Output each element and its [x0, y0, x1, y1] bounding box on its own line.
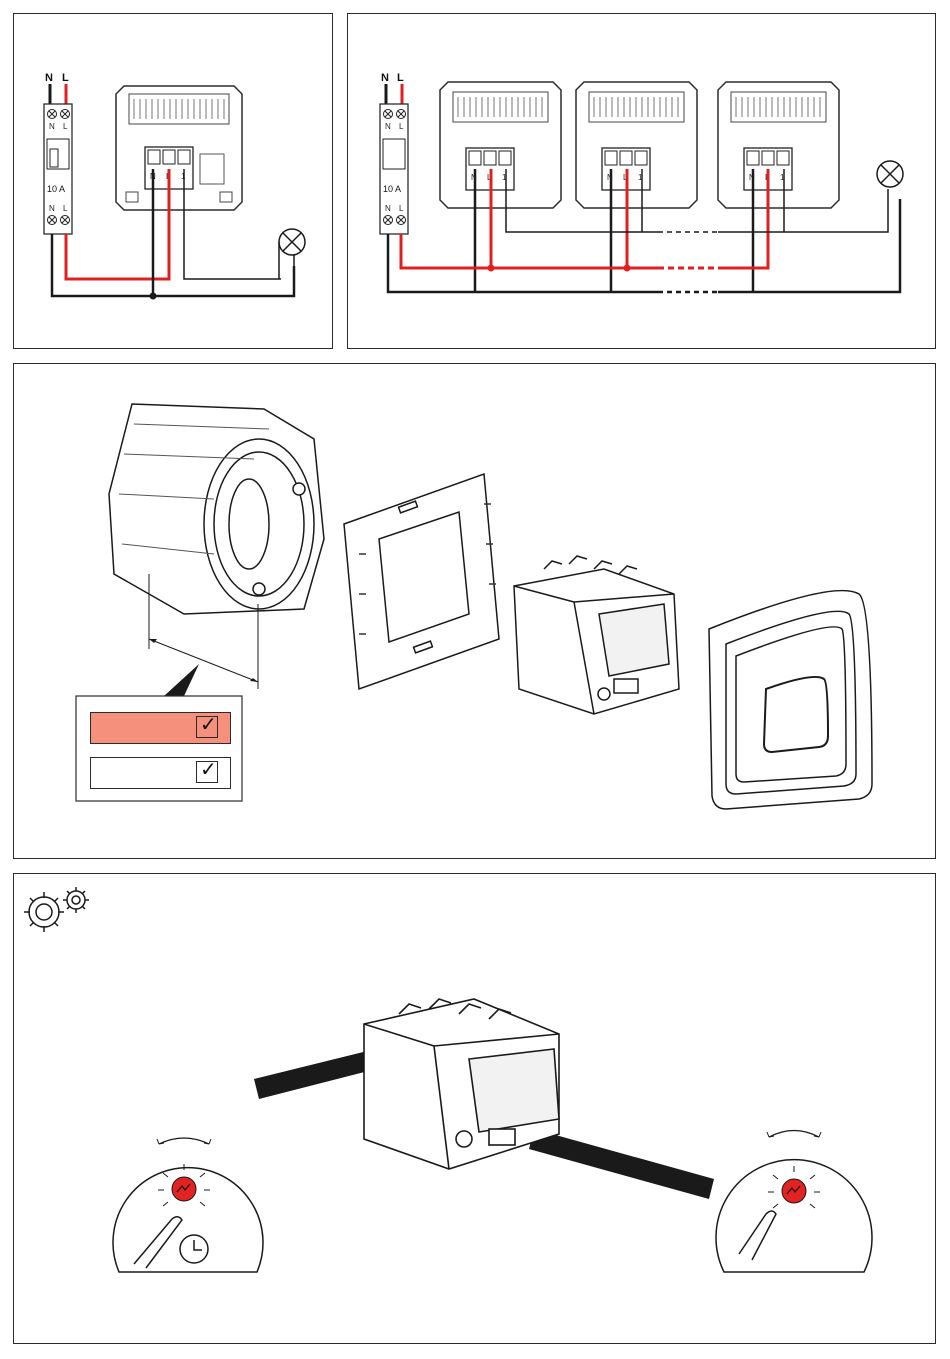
breaker-rating: 10 A — [47, 184, 65, 194]
lamp-icon — [279, 229, 305, 255]
detector-back-view: N L 1 — [116, 86, 242, 210]
live-bus-wire — [401, 234, 658, 268]
circuit-breaker: N L 10 A N L — [380, 104, 408, 234]
breaker-rating: 10 A — [383, 184, 401, 194]
label-neutral: N — [45, 72, 53, 84]
breaker-top-n: N — [49, 122, 55, 131]
checkbox-1[interactable]: ✓ — [196, 716, 218, 738]
detector-back-view-3: N L 1 — [718, 82, 839, 208]
rotate-arrows-icon — [769, 1131, 819, 1138]
rotate-arrows-icon — [159, 1138, 209, 1144]
mounting-box-icon — [109, 404, 324, 614]
wiring-multi-svg: N L N L 10 A N L N L 1 — [348, 14, 937, 350]
breaker-top-l: L — [63, 122, 68, 131]
detector-back-view-1: N L 1 — [440, 82, 561, 208]
right-zoom-detail — [716, 1131, 872, 1273]
breaker-bot-n: N — [385, 204, 391, 213]
detector-back-view-2: N L 1 — [576, 82, 697, 208]
junction-dot — [150, 293, 157, 300]
settings-panel — [13, 873, 936, 1344]
lamp-icon — [877, 161, 903, 187]
label-neutral: N — [381, 72, 389, 84]
wiring-diagram-multiple: N L N L 10 A N L N L 1 — [347, 13, 936, 349]
circuit-breaker: N L 10 A N L — [44, 104, 72, 234]
breaker-bot-n: N — [49, 204, 55, 213]
left-zoom-detail — [113, 1138, 263, 1272]
breaker-top-l: L — [399, 122, 404, 131]
clock-icon — [180, 1235, 208, 1263]
checkmark-icon: ✓ — [200, 714, 217, 736]
label-live: L — [397, 72, 404, 84]
assembly-panel: ✓ ✓ — [13, 363, 936, 859]
gears-icon — [24, 887, 89, 932]
settings-svg — [14, 874, 937, 1345]
neutral-bus-wire — [388, 234, 658, 292]
detector-mechanism-icon — [364, 999, 559, 1169]
wiring-single-svg: N L N L 10 A N L N L — [14, 14, 334, 350]
label-live: L — [62, 72, 69, 84]
zoom-pointer-right — [529, 1129, 714, 1199]
breaker-bot-l: L — [399, 204, 404, 213]
checkbox-2[interactable]: ✓ — [196, 761, 218, 783]
neutral-wire — [52, 234, 294, 296]
breaker-top-n: N — [385, 122, 391, 131]
checkmark-icon: ✓ — [200, 759, 217, 781]
wiring-diagram-single: N L N L 10 A N L N L — [13, 13, 333, 349]
breaker-bot-l: L — [63, 204, 68, 213]
